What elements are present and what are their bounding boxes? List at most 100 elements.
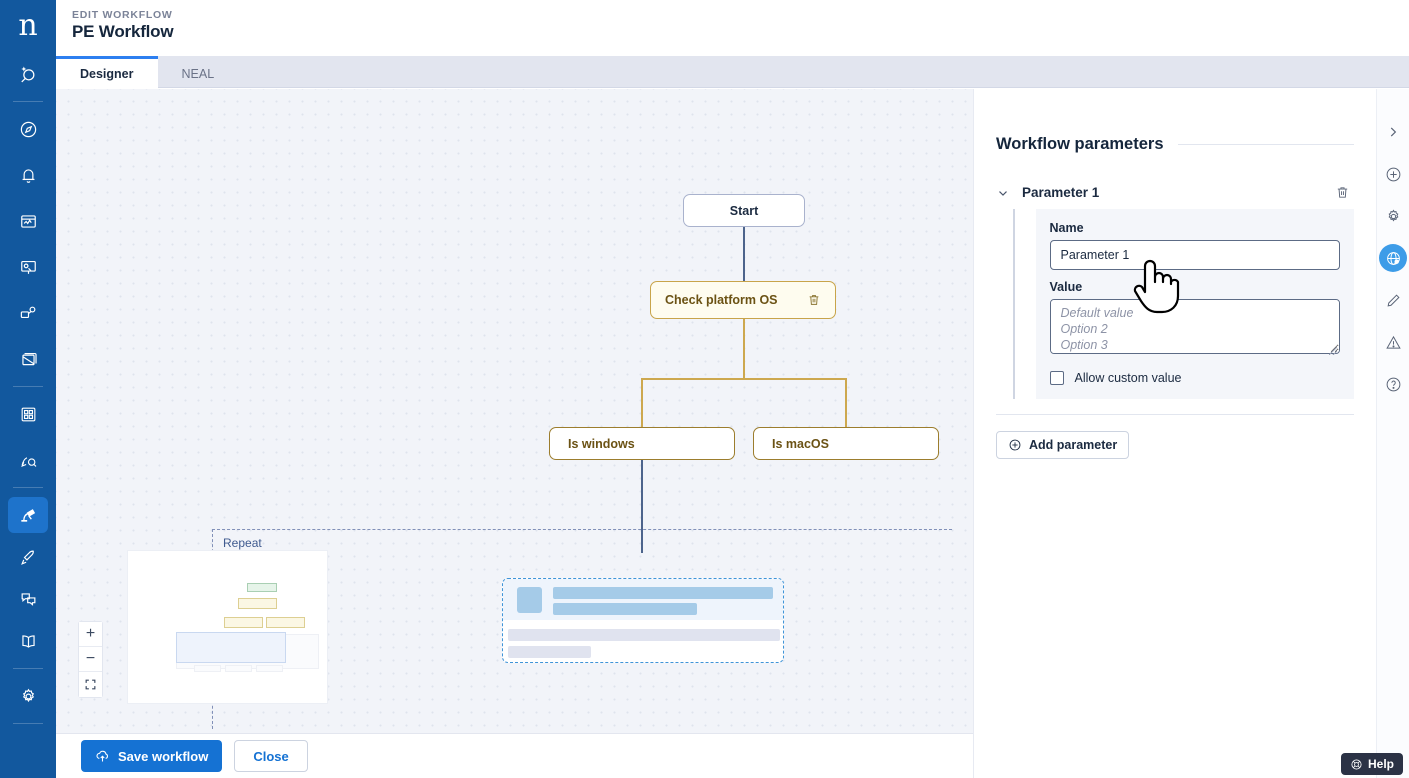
add-parameter-label: Add parameter (1029, 438, 1118, 452)
placeholder-line (553, 587, 773, 599)
rocket-icon[interactable] (8, 539, 48, 575)
help-label: Help (1367, 757, 1394, 771)
minimap-node (256, 665, 283, 672)
node-start[interactable]: Start (683, 194, 805, 227)
nav-divider-1 (13, 101, 43, 102)
save-workflow-label: Save workflow (118, 748, 209, 764)
gear-icon[interactable] (8, 678, 48, 714)
fit-to-screen-button[interactable] (79, 672, 102, 697)
placeholder-line (553, 603, 697, 615)
add-parameter-button[interactable]: Add parameter (996, 431, 1130, 459)
panel-title: Workflow parameters (996, 135, 1164, 153)
parameter-spine (1013, 209, 1015, 399)
placeholder-line (508, 646, 591, 658)
chat-icon[interactable] (8, 581, 48, 617)
value-field-label: Value (1049, 280, 1083, 294)
edge-check-trunk (743, 318, 745, 379)
grid-apps-icon[interactable] (8, 396, 48, 432)
edge-start-to-check (743, 226, 745, 282)
name-field-label: Name (1049, 221, 1084, 235)
breadcrumb: EDIT WORKFLOW (72, 9, 173, 21)
plus-circle-icon (1008, 438, 1022, 452)
tab-bar: Designer NEAL (56, 56, 1409, 88)
node-is-macos[interactable]: Is macOS (753, 427, 939, 460)
node-check-platform-os[interactable]: Check platform OS (650, 281, 836, 319)
help-button[interactable]: Help (1340, 753, 1403, 775)
edge-to-macos (845, 378, 847, 428)
minimap-node (266, 617, 305, 628)
nav-divider-3 (13, 487, 43, 488)
canvas-footer: Save workflow Close (56, 733, 973, 778)
inspect-icon[interactable] (8, 442, 48, 478)
loading-placeholder-card[interactable] (502, 578, 784, 663)
monitoring-icon[interactable] (8, 203, 48, 239)
placeholder-line (508, 629, 780, 641)
tab-neal[interactable]: NEAL (181, 66, 215, 81)
minimap-node (238, 598, 277, 609)
compass-icon[interactable] (8, 111, 48, 147)
chevron-down-icon[interactable] (996, 186, 1010, 200)
search-ai-icon[interactable] (8, 56, 48, 92)
placeholder-avatar (517, 587, 542, 613)
lifebuoy-icon (1350, 758, 1363, 771)
right-icon-rail (1376, 89, 1409, 778)
nav-divider-5 (13, 723, 43, 724)
pencil-icon[interactable] (1379, 286, 1407, 314)
allow-custom-value-row[interactable]: Allow custom value (1049, 371, 1341, 385)
parameter-divider (996, 414, 1354, 415)
sidebar-item-workflows[interactable] (8, 497, 48, 533)
allow-custom-value-checkbox[interactable] (1049, 371, 1064, 385)
edge-to-windows (641, 378, 643, 428)
trash-icon[interactable] (807, 293, 821, 307)
panel-title-divider (1177, 144, 1354, 145)
node-is-macos-label: Is macOS (772, 436, 829, 451)
save-workflow-button[interactable]: Save workflow (81, 740, 223, 772)
workflow-parameters-panel: Workflow parameters Parameter 1 Name (973, 89, 1376, 778)
parameter-value-textarea[interactable] (1049, 299, 1340, 354)
zoom-in-button[interactable]: + (79, 622, 102, 647)
plus-circle-icon[interactable] (1379, 160, 1407, 188)
workflow-canvas[interactable]: Repeat Start Check platform OS Is window… (56, 89, 973, 733)
globe-settings-icon[interactable] (1379, 244, 1407, 272)
minimap-node (225, 665, 252, 672)
app-logo[interactable]: n (18, 8, 38, 43)
node-is-windows[interactable]: Is windows (549, 427, 735, 460)
bell-icon[interactable] (8, 157, 48, 193)
warning-triangle-icon[interactable] (1379, 328, 1407, 356)
page-title: PE Workflow (72, 22, 174, 41)
edge-windows-to-repeat (641, 459, 643, 553)
parameter-header: Parameter 1 (996, 185, 1354, 200)
panel-title-row: Workflow parameters (996, 135, 1354, 154)
cloud-upload-icon (95, 749, 110, 764)
parameter-card: Name Value Allow custom value (1035, 209, 1354, 399)
zoom-out-button[interactable]: − (79, 647, 102, 672)
left-nav-rail: n (0, 0, 56, 778)
close-button[interactable]: Close (234, 740, 308, 772)
edge-check-crossbar (641, 378, 846, 380)
minimap-node (247, 583, 277, 592)
minimap-node (224, 617, 263, 628)
page-header: EDIT WORKFLOW PE Workflow (56, 0, 1409, 56)
allow-custom-value-label: Allow custom value (1074, 371, 1182, 385)
parameter-title: Parameter 1 (1022, 185, 1100, 200)
network-icon[interactable] (8, 295, 48, 331)
question-circle-icon[interactable] (1379, 370, 1407, 398)
chevron-right-icon[interactable] (1379, 118, 1407, 146)
delete-parameter-icon[interactable] (1335, 185, 1350, 200)
nav-divider-2 (13, 386, 43, 387)
tab-designer[interactable]: Designer (56, 56, 158, 88)
whiteboard-icon[interactable] (8, 249, 48, 285)
book-icon[interactable] (8, 623, 48, 659)
value-textarea-wrap (1049, 299, 1340, 359)
parameter-name-input[interactable] (1049, 240, 1340, 270)
minimap-viewport[interactable] (176, 632, 286, 663)
zoom-controls: + − (78, 621, 103, 698)
canvas-minimap[interactable] (127, 550, 328, 704)
minimap-node (194, 665, 221, 672)
node-check-label: Check platform OS (665, 293, 778, 307)
gear-icon[interactable] (1379, 202, 1407, 230)
parameter-body: Name Value Allow custom value (996, 209, 1354, 399)
repeat-group-label: Repeat (223, 536, 262, 550)
screen-edit-icon[interactable] (8, 341, 48, 377)
